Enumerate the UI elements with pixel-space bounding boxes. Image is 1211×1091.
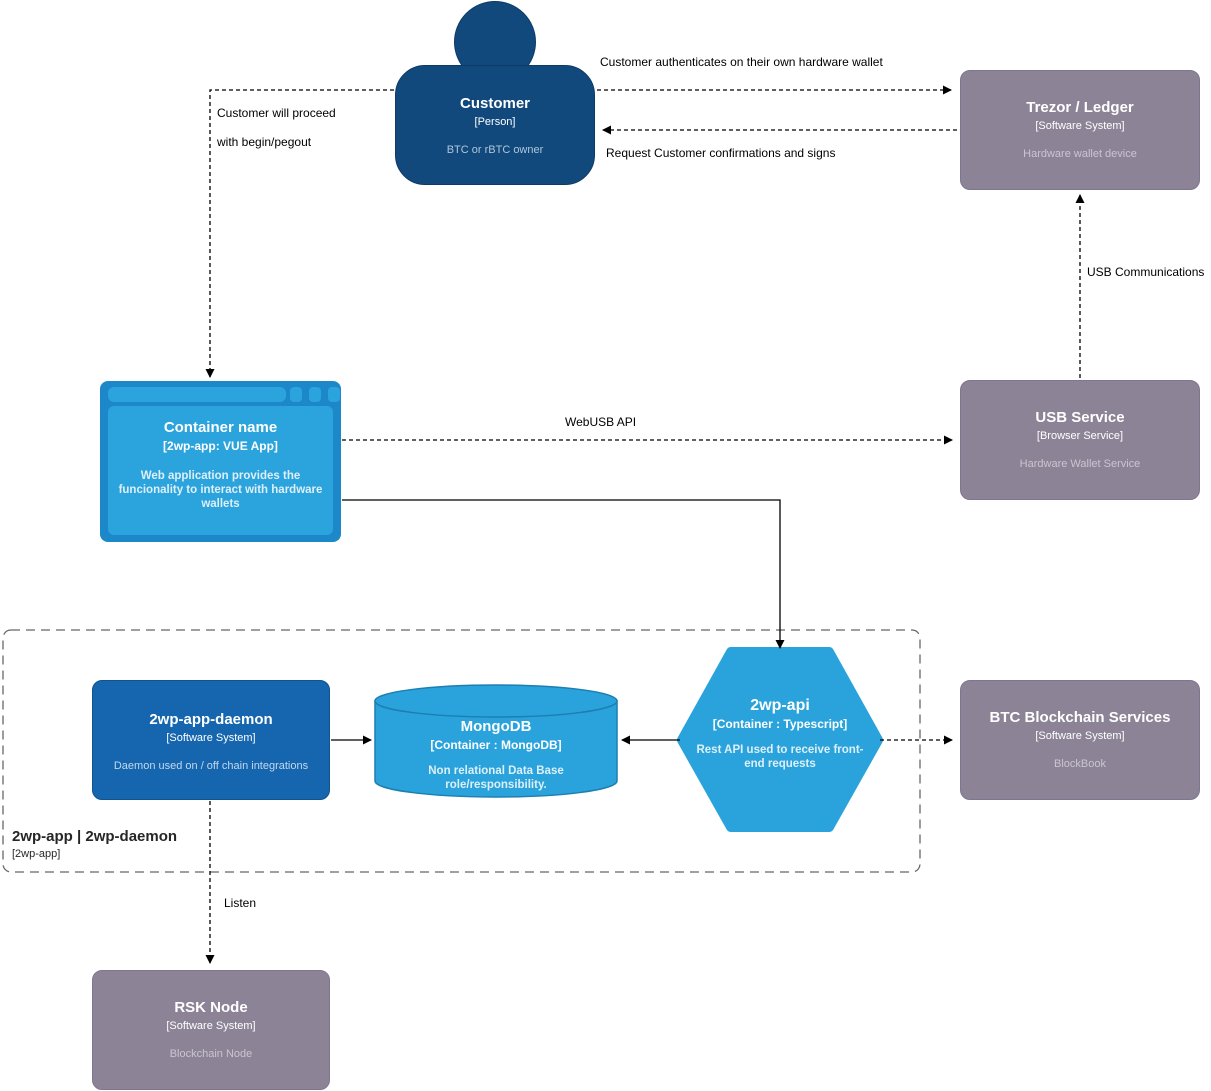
node-btc-blockchain-services[interactable]: BTC Blockchain Services [Software System… (960, 680, 1200, 800)
edge-label-listen: Listen (224, 896, 257, 910)
boundary-title: 2wp-app | 2wp-daemon (12, 828, 178, 845)
node-desc: Hardware Wallet Service (1019, 458, 1141, 470)
node-desc: Web application provides the funcionalit… (118, 470, 323, 510)
node-type: [Software System] (166, 1020, 256, 1032)
node-webapp-container[interactable]: Container name [2wp-app: VUE App] Web ap… (100, 381, 341, 542)
node-title: 2wp-app-daemon (149, 711, 273, 728)
node-desc: Non relational Data Base role/responsibi… (428, 765, 564, 791)
edge-label-proceed-1: Customer will proceed (217, 106, 336, 120)
node-desc: Daemon used on / off chain integrations (113, 760, 309, 772)
node-customer[interactable]: Customer [Person] BTC or rBTC owner (395, 65, 595, 185)
node-type: [Browser Service] (1036, 430, 1124, 442)
edge-webapp-to-api[interactable] (342, 499, 785, 649)
node-type: [Container : MongoDB] (430, 738, 562, 752)
node-desc: Hardware wallet device (1023, 148, 1137, 160)
node-type: [Person] (474, 116, 516, 128)
node-desc: BlockBook (1054, 758, 1106, 770)
edge-label-usb-communications: USB Communications (1087, 265, 1205, 279)
node-trezor-ledger[interactable]: Trezor / Ledger [Software System] Hardwa… (960, 70, 1200, 190)
node-title: RSK Node (174, 999, 248, 1016)
edge-label-authenticates: Customer authenticates on their own hard… (600, 55, 883, 69)
node-rsk-node[interactable]: RSK Node [Software System] Blockchain No… (92, 970, 330, 1090)
node-title: 2wp-api (750, 697, 810, 714)
shape-2wp-api-hexagon[interactable] (677, 647, 883, 832)
node-usb-service[interactable]: USB Service [Browser Service] Hardware W… (960, 380, 1200, 500)
browser-button (328, 387, 340, 402)
node-title: BTC Blockchain Services (989, 709, 1171, 726)
boundary-2wp-app[interactable] (2, 629, 921, 873)
node-2wp-api[interactable]: 2wp-api [Container : Typescript] Rest AP… (682, 652, 878, 827)
node-desc: Rest API used to receive front-end reque… (696, 744, 864, 770)
edge-label-request-confirmations: Request Customer confirmations and signs (606, 146, 836, 160)
browser-button (309, 387, 321, 402)
node-title: MongoDB (460, 718, 532, 735)
browser-content: Container name [2wp-app: VUE App] Web ap… (108, 406, 333, 535)
node-type: [Container : Typescript] (712, 717, 848, 731)
node-type: [Software System] (166, 732, 256, 744)
node-title: USB Service (1035, 409, 1125, 426)
node-mongodb[interactable]: MongoDB [Container : MongoDB] Non relati… (375, 685, 617, 797)
node-type: [2wp-app: VUE App] (163, 439, 278, 453)
node-type: [Software System] (1035, 730, 1125, 742)
node-desc: Blockchain Node (169, 1048, 253, 1060)
edge-customer-to-webapp[interactable] (205, 89, 394, 378)
edge-label-webusb-api: WebUSB API (565, 415, 637, 429)
node-desc: BTC or rBTC owner (446, 144, 544, 156)
node-title: Container name (163, 419, 278, 436)
browser-button (290, 387, 302, 402)
shape-mongodb-cylinder[interactable] (374, 684, 618, 798)
node-title: Trezor / Ledger (1026, 99, 1134, 116)
node-title: Customer (459, 95, 530, 112)
node-type: [Software System] (1035, 120, 1125, 132)
browser-address-bar (108, 387, 286, 402)
node-2wp-app-daemon[interactable]: 2wp-app-daemon [Software System] Daemon … (92, 680, 330, 800)
boundary-subtitle: [2wp-app] (12, 848, 61, 860)
edge-label-proceed-2: with begin/pegout (217, 135, 312, 149)
